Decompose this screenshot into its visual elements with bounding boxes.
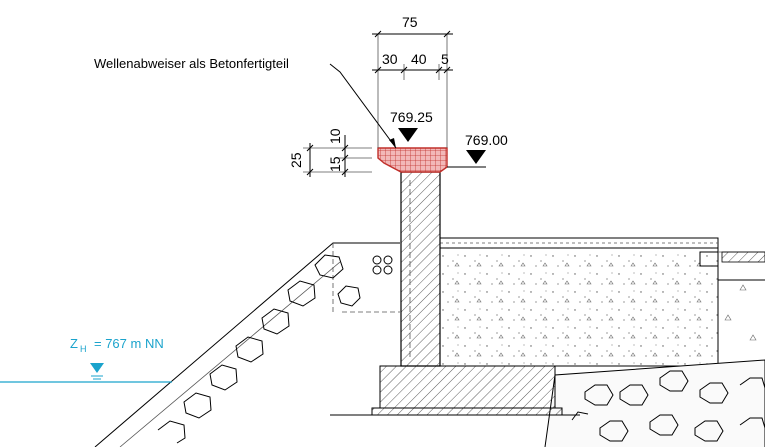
drain-pipe-symbol	[372, 255, 393, 275]
backfill-soil	[439, 237, 765, 367]
dimension-part-a: 30	[382, 51, 398, 67]
level-terrain: 769.00	[465, 132, 508, 148]
dimension-part-b: 40	[411, 51, 427, 67]
level-top-deflector: 769.25	[390, 109, 433, 125]
dimension-height-bottom: 15	[327, 156, 343, 172]
dimension-total-width: 75	[402, 14, 418, 30]
water-level-value: = 767 m NN	[94, 336, 164, 351]
vertical-dimensions: 25 10 15	[288, 128, 372, 177]
annotation-label: Wellenabweiser als Betonfertigteil	[94, 56, 289, 71]
dimension-height-total: 25	[288, 152, 304, 168]
water-level-symbol: Z	[70, 336, 78, 351]
rock-fill	[544, 359, 765, 447]
slope-revetment	[94, 242, 400, 447]
retaining-wall	[400, 171, 441, 367]
water-level: Z H = 767 m NN	[0, 336, 172, 383]
annotation-wave-deflector: Wellenabweiser als Betonfertigteil	[94, 56, 397, 149]
wall-foundation	[330, 365, 580, 416]
dimension-height-top: 10	[327, 128, 343, 144]
dimension-part-c: 5	[441, 51, 449, 67]
level-markers: 769.25 769.00	[390, 109, 508, 164]
wave-deflector	[377, 147, 448, 173]
water-level-subscript: H	[80, 344, 87, 354]
horizontal-dimensions: 75 30 40 5	[372, 14, 453, 148]
